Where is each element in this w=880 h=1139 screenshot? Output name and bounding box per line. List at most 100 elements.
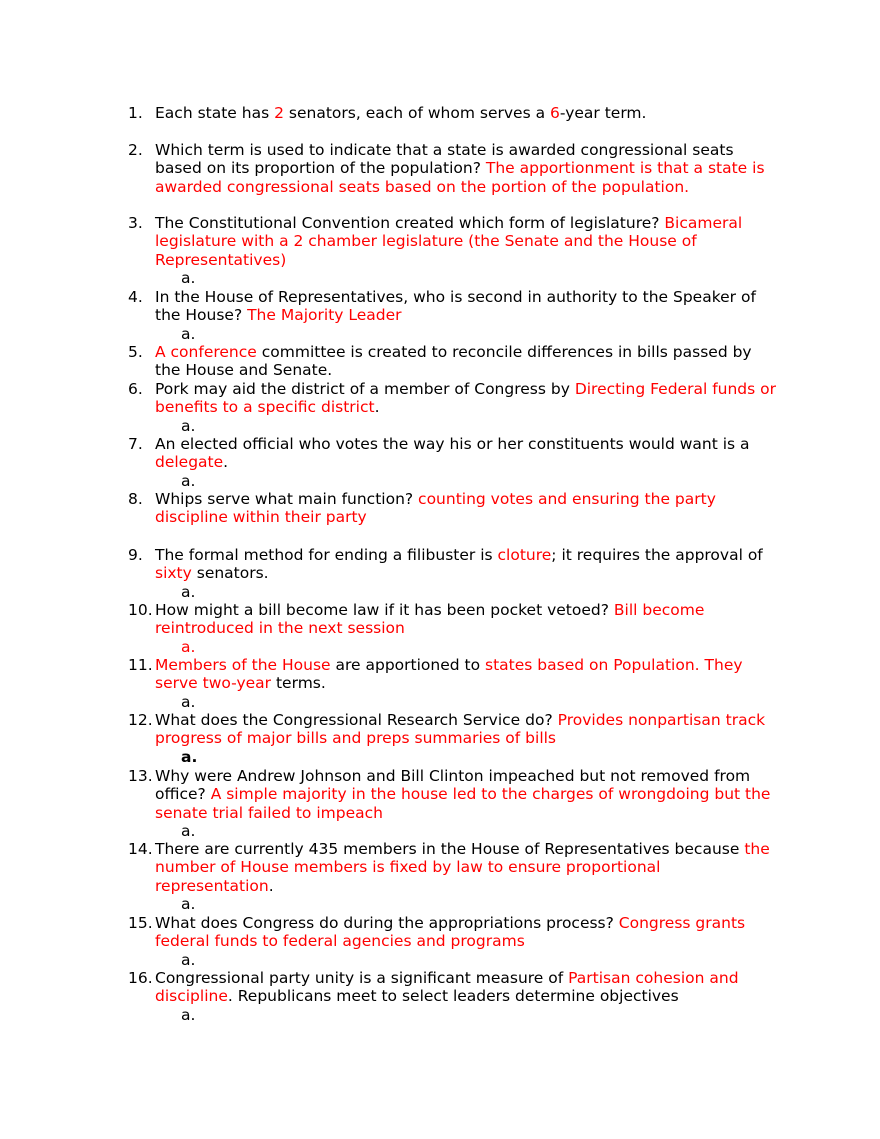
list-item-text: Which term is used to indicate that a st…	[155, 141, 778, 196]
question-text: The formal method for ending a filibuste…	[155, 546, 498, 564]
list-item: 13.Why were Andrew Johnson and Bill Clin…	[128, 767, 778, 841]
sub-item-marker: a.	[181, 895, 196, 914]
list-item-text: A conference committee is created to rec…	[155, 343, 778, 380]
list-item: 16.Congressional party unity is a signif…	[128, 969, 778, 1024]
list-item-text: Why were Andrew Johnson and Bill Clinton…	[155, 767, 778, 822]
answer-text: Provides nonpartisan track progress of m…	[155, 711, 766, 748]
answer-text: Directing Federal funds or benefits to a…	[155, 380, 777, 417]
sub-item-marker: a.	[181, 471, 196, 490]
sub-item-marker: a.	[181, 950, 196, 969]
list-item-number: 11.	[128, 656, 153, 674]
list-item-number: 16.	[128, 969, 153, 987]
sub-item-marker: a.	[181, 692, 196, 711]
question-text: Congressional party unity is a significa…	[155, 969, 569, 987]
list-item: 15.What does Congress do during the appr…	[128, 914, 778, 969]
list-item: 10.How might a bill become law if it has…	[128, 601, 778, 656]
answer-text: cloture	[497, 546, 552, 564]
sub-item-marker: a.	[181, 269, 196, 288]
list-item-text: What does Congress do during the appropr…	[155, 914, 778, 951]
question-text: The Constitutional Convention created wh…	[155, 214, 665, 232]
question-text: Each state has	[155, 104, 275, 122]
list-item-number: 9.	[128, 546, 143, 564]
answer-text: 6	[550, 104, 560, 122]
list-item-text: Whips serve what main function? counting…	[155, 490, 778, 527]
sub-item-marker: a.	[181, 1005, 196, 1024]
list-item-number: 6.	[128, 380, 143, 398]
answer-text: Congress grants federal funds to federal…	[155, 914, 746, 951]
question-text: are apportioned to	[330, 656, 486, 674]
list-item-text: In the House of Representatives, who is …	[155, 288, 778, 325]
sub-item-marker: a.	[181, 747, 198, 766]
list-item: 1.Each state has 2 senators, each of who…	[128, 104, 778, 122]
list-item-number: 5.	[128, 343, 143, 361]
answer-text: A simple majority in the house led to th…	[155, 785, 771, 822]
answer-text: The apportionment is that a state is awa…	[155, 159, 765, 196]
list-item-text: There are currently 435 members in the H…	[155, 840, 778, 895]
answer-text: Bill become reintroduced in the next ses…	[155, 601, 705, 638]
sub-item-marker: a.	[181, 582, 196, 601]
list-item: 4. In the House of Representatives, who i…	[128, 288, 778, 343]
list-item: 2. Which term is used to indicate that a …	[128, 141, 778, 196]
answer-text: the number of House members is fixed by …	[155, 840, 770, 895]
question-text: What does the Congressional Research Ser…	[155, 711, 558, 729]
list-item-text: Members of the House are apportioned to …	[155, 656, 778, 693]
list-item-number: 4.	[128, 288, 143, 306]
answer-text: 2	[274, 104, 284, 122]
question-text: .	[268, 876, 274, 895]
question-text: What does Congress do during the appropr…	[155, 914, 619, 932]
question-text: Pork may aid the district of a member of…	[155, 380, 575, 398]
answer-text: Bicameral legislature with a 2 chamber l…	[155, 214, 743, 269]
question-text: senators.	[191, 564, 269, 583]
list-item-number: 7.	[128, 435, 143, 453]
question-text: Whips serve what main function?	[155, 490, 419, 508]
list-item-text: The formal method for ending a filibuste…	[155, 546, 778, 583]
list-item-number: 8.	[128, 490, 143, 508]
list-item-number: 10.	[128, 601, 153, 619]
sub-item-marker: a.	[181, 637, 196, 656]
list-item: 7. An elected official who votes the way …	[128, 435, 778, 490]
list-item-text: How might a bill become law if it has be…	[155, 601, 778, 638]
answer-text: delegate	[155, 453, 224, 472]
question-text: Which term is used to indicate that a st…	[155, 141, 734, 178]
answer-text: Members of the House	[155, 656, 331, 674]
list-item: 12.What does the Congressional Research …	[128, 711, 778, 766]
list-item-text: What does the Congressional Research Ser…	[155, 711, 778, 748]
question-text: There are currently 435 members in the H…	[155, 840, 745, 858]
question-text: Why were Andrew Johnson and Bill Clinton…	[155, 767, 751, 804]
answer-text: sixty	[155, 564, 192, 583]
list-item-text: An elected official who votes the way hi…	[155, 435, 778, 472]
question-text: committee is created to reconcile differ…	[155, 343, 752, 380]
question-text: ; it requires the approval of	[551, 546, 763, 564]
question-text: senators, each of whom serves a	[283, 104, 550, 122]
list-item-number: 14.	[128, 840, 153, 858]
list-item-text: Congressional party unity is a significa…	[155, 969, 778, 1006]
sub-item-marker: a.	[181, 324, 196, 343]
list-item-text: Each state has 2 senators, each of whom …	[155, 104, 778, 122]
question-text: .	[223, 453, 229, 472]
list-item-number: 13.	[128, 767, 153, 785]
list-item: 8. Whips serve what main function? counti…	[128, 490, 778, 527]
question-text: -year term.	[559, 104, 647, 122]
list-item: 6. Pork may aid the district of a member …	[128, 380, 778, 435]
question-text: .	[374, 398, 380, 417]
list-item: 5. A conference committee is created to r…	[128, 343, 778, 380]
list-item-text: Pork may aid the district of a member of…	[155, 380, 778, 417]
sub-item-marker: a.	[181, 822, 196, 841]
answer-text: counting votes and ensuring the party di…	[155, 490, 716, 527]
question-text: . Republicans meet to select leaders det…	[227, 987, 679, 1006]
question-text: An elected official who votes the way hi…	[155, 435, 750, 453]
answer-text: The Majority Leader	[247, 306, 402, 325]
question-text: terms.	[271, 674, 326, 693]
answer-text: states based on Population. They serve t…	[155, 656, 743, 693]
list-item-number: 15.	[128, 914, 153, 932]
list-item: 3. The Constitutional Convention created …	[128, 214, 778, 288]
answer-text: A conference	[155, 343, 257, 361]
sub-item-marker: a.	[181, 416, 196, 435]
answer-text: Partisan cohesion and discipline	[155, 969, 739, 1006]
list-item-number: 2.	[128, 141, 143, 159]
question-text: How might a bill become law if it has be…	[155, 601, 614, 619]
list-item: 9. The formal method for ending a filibus…	[128, 546, 778, 601]
list-item-number: 3.	[128, 214, 143, 232]
question-text: In the House of Representatives, who is …	[155, 288, 756, 325]
